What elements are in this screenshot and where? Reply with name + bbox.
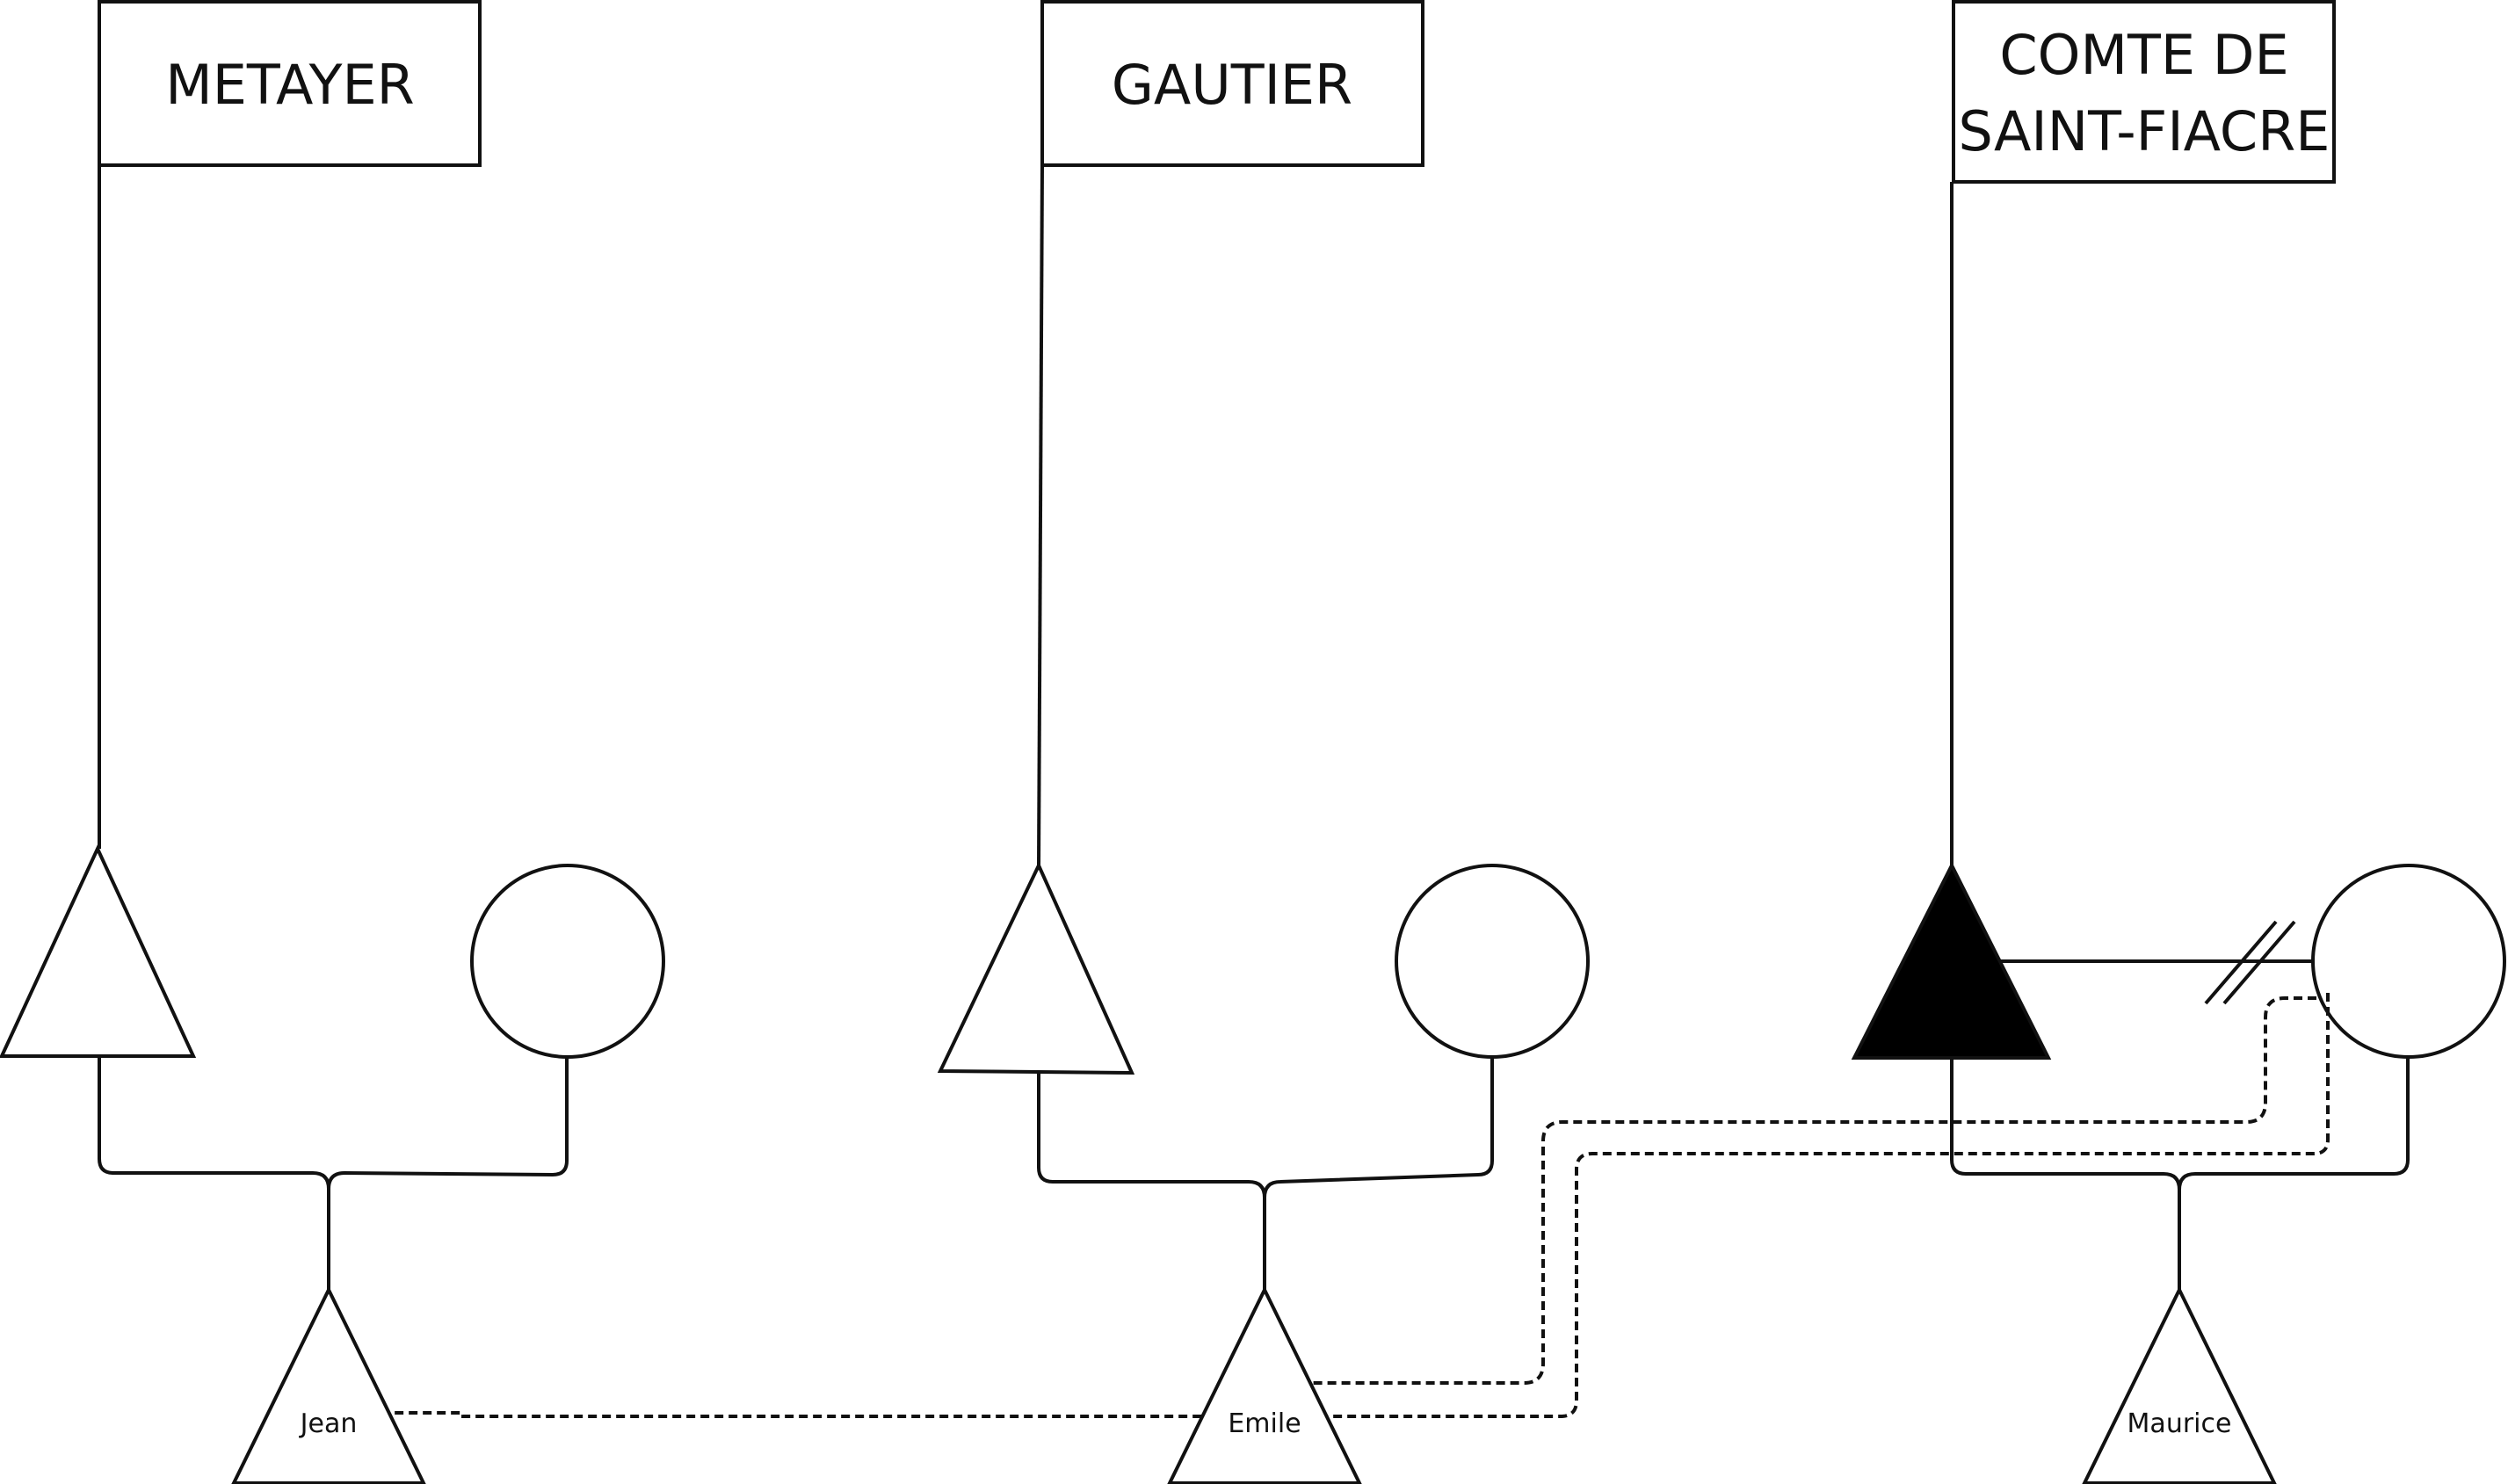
dashed-link-mother-to-emile-upper: [1311, 996, 2316, 1385]
child-jean-triangle: [231, 1285, 426, 1484]
family-box-gautier: GAUTIER: [1040, 0, 1424, 167]
child-jean: Jean: [231, 1285, 426, 1484]
child-emile: Emile: [1167, 1285, 1362, 1484]
family-box-metayer: METAYER: [98, 0, 482, 167]
separation-mark-2: [2222, 920, 2296, 1005]
child-jean-label: Jean: [299, 1408, 358, 1439]
mother-gautier-circle: [1395, 864, 1590, 1059]
father-metayer-triangle: [0, 844, 197, 1058]
child-maurice-triangle: [2082, 1285, 2277, 1484]
family-name-saint-fiacre-line2: SAINT-FIACRE: [1959, 99, 2330, 163]
family-box-saint-fiacre: COMTE DE SAINT-FIACRE: [1952, 0, 2336, 184]
mother-metayer-circle: [470, 864, 665, 1059]
child-maurice-label: Maurice: [2127, 1408, 2232, 1439]
separation-mark-1: [2204, 920, 2278, 1005]
family-name-metayer: METAYER: [165, 53, 414, 117]
parents-connector-metayer: [98, 1056, 569, 1190]
child-emile-label: Emile: [1228, 1408, 1301, 1439]
dashed-link-mother-to-jean-lower: [394, 993, 2330, 1418]
child-emile-triangle: [1167, 1285, 1362, 1484]
family-name-gautier: GAUTIER: [1112, 53, 1352, 117]
parents-connector-gautier: [1037, 1057, 1494, 1198]
family-name-saint-fiacre-line1: COMTE DE: [1999, 23, 2288, 87]
lineage-line-gautier: [1037, 164, 1044, 866]
child-maurice: Maurice: [2082, 1285, 2277, 1484]
father-gautier-triangle: [937, 861, 1135, 1075]
mother-saint-fiacre-circle: [2311, 864, 2506, 1059]
